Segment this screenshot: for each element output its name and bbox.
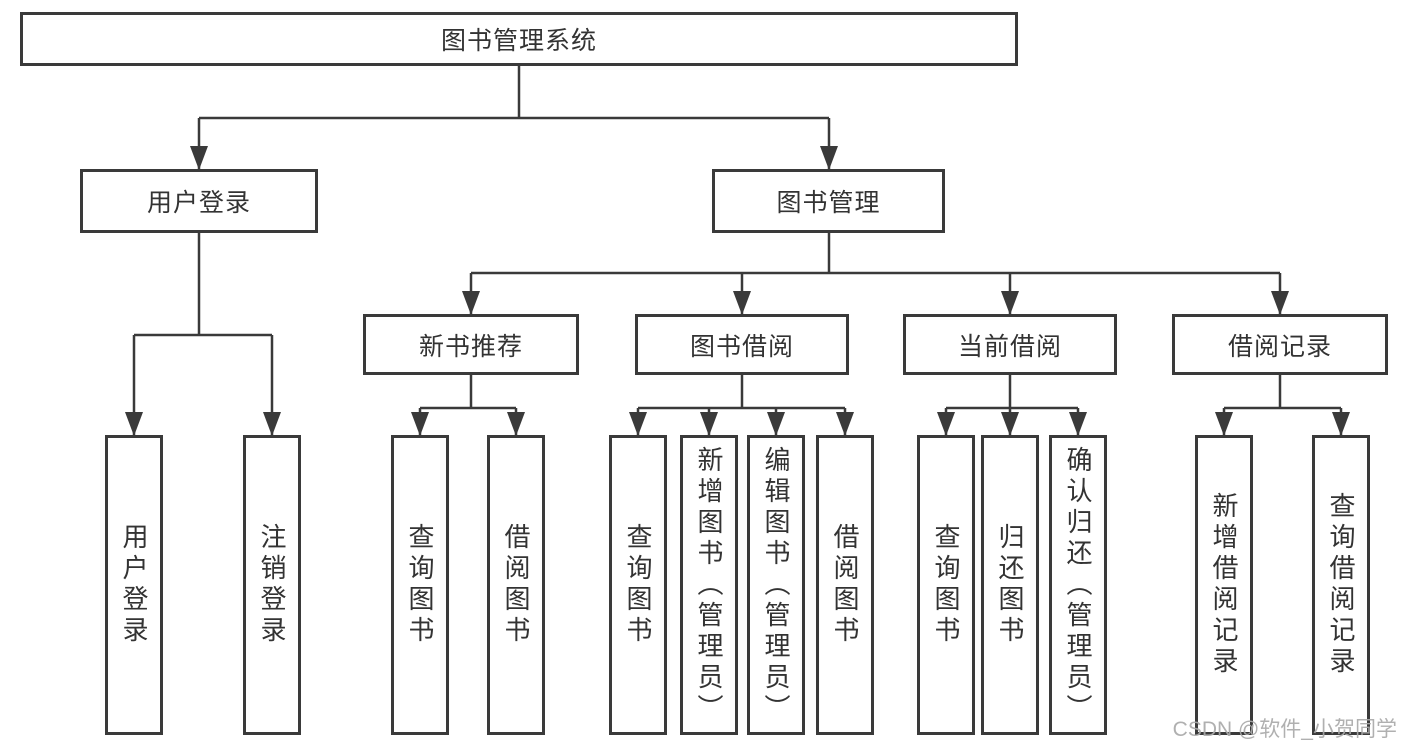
leaf-borrow-books-recommend: 借阅图书 <box>487 435 545 735</box>
leaf-label: 注销登录 <box>257 523 287 647</box>
node-label: 图书管理系统 <box>440 27 597 55</box>
leaf-query-books-current: 查询图书 <box>917 435 975 735</box>
leaf-label: 查询图书 <box>931 523 961 647</box>
leaf-logout: 注销登录 <box>243 435 301 735</box>
leaf-return-books: 归还图书 <box>981 435 1039 735</box>
leaf-user-login: 用户登录 <box>105 435 163 735</box>
leaf-label: 查询借阅记录 <box>1326 492 1356 678</box>
leaf-label: 借阅图书 <box>501 523 531 647</box>
node-user-login: 用户登录 <box>80 169 318 233</box>
node-label: 当前借阅 <box>957 332 1062 361</box>
leaf-borrow-books: 借阅图书 <box>816 435 874 735</box>
leaf-label: 新增图书（管理员） <box>694 445 724 725</box>
leaf-label: 查询图书 <box>623 523 653 647</box>
leaf-label: 归还图书 <box>995 523 1025 647</box>
leaf-label: 编辑图书（管理员） <box>761 445 791 725</box>
node-current-borrow: 当前借阅 <box>903 314 1117 375</box>
leaf-label: 用户登录 <box>119 523 149 647</box>
leaf-add-borrow-record: 新增借阅记录 <box>1195 435 1253 735</box>
node-label: 图书管理 <box>776 189 881 217</box>
node-label: 图书借阅 <box>689 332 794 361</box>
leaf-edit-books-admin: 编辑图书（管理员） <box>747 435 805 735</box>
node-label: 用户登录 <box>146 189 251 217</box>
leaf-add-books-admin: 新增图书（管理员） <box>680 435 738 735</box>
node-label: 新书推荐 <box>418 332 523 361</box>
node-book-management: 图书管理 <box>712 169 945 233</box>
leaf-query-borrow-record: 查询借阅记录 <box>1312 435 1370 735</box>
node-book-borrow: 图书借阅 <box>635 314 849 375</box>
leaf-label: 借阅图书 <box>830 523 860 647</box>
node-borrow-records: 借阅记录 <box>1172 314 1388 375</box>
leaf-label: 新增借阅记录 <box>1209 492 1239 678</box>
csdn-watermark: CSDN @软件_小贺同学 <box>1172 718 1397 741</box>
node-library-management-system: 图书管理系统 <box>20 12 1018 66</box>
leaf-query-books-borrow: 查询图书 <box>609 435 667 735</box>
leaf-label: 查询图书 <box>405 523 435 647</box>
node-label: 借阅记录 <box>1227 332 1332 361</box>
leaf-confirm-return-admin: 确认归还（管理员） <box>1049 435 1107 735</box>
node-new-book-recommend: 新书推荐 <box>363 314 579 375</box>
leaf-label: 确认归还（管理员） <box>1063 445 1093 725</box>
leaf-query-books-recommend: 查询图书 <box>391 435 449 735</box>
